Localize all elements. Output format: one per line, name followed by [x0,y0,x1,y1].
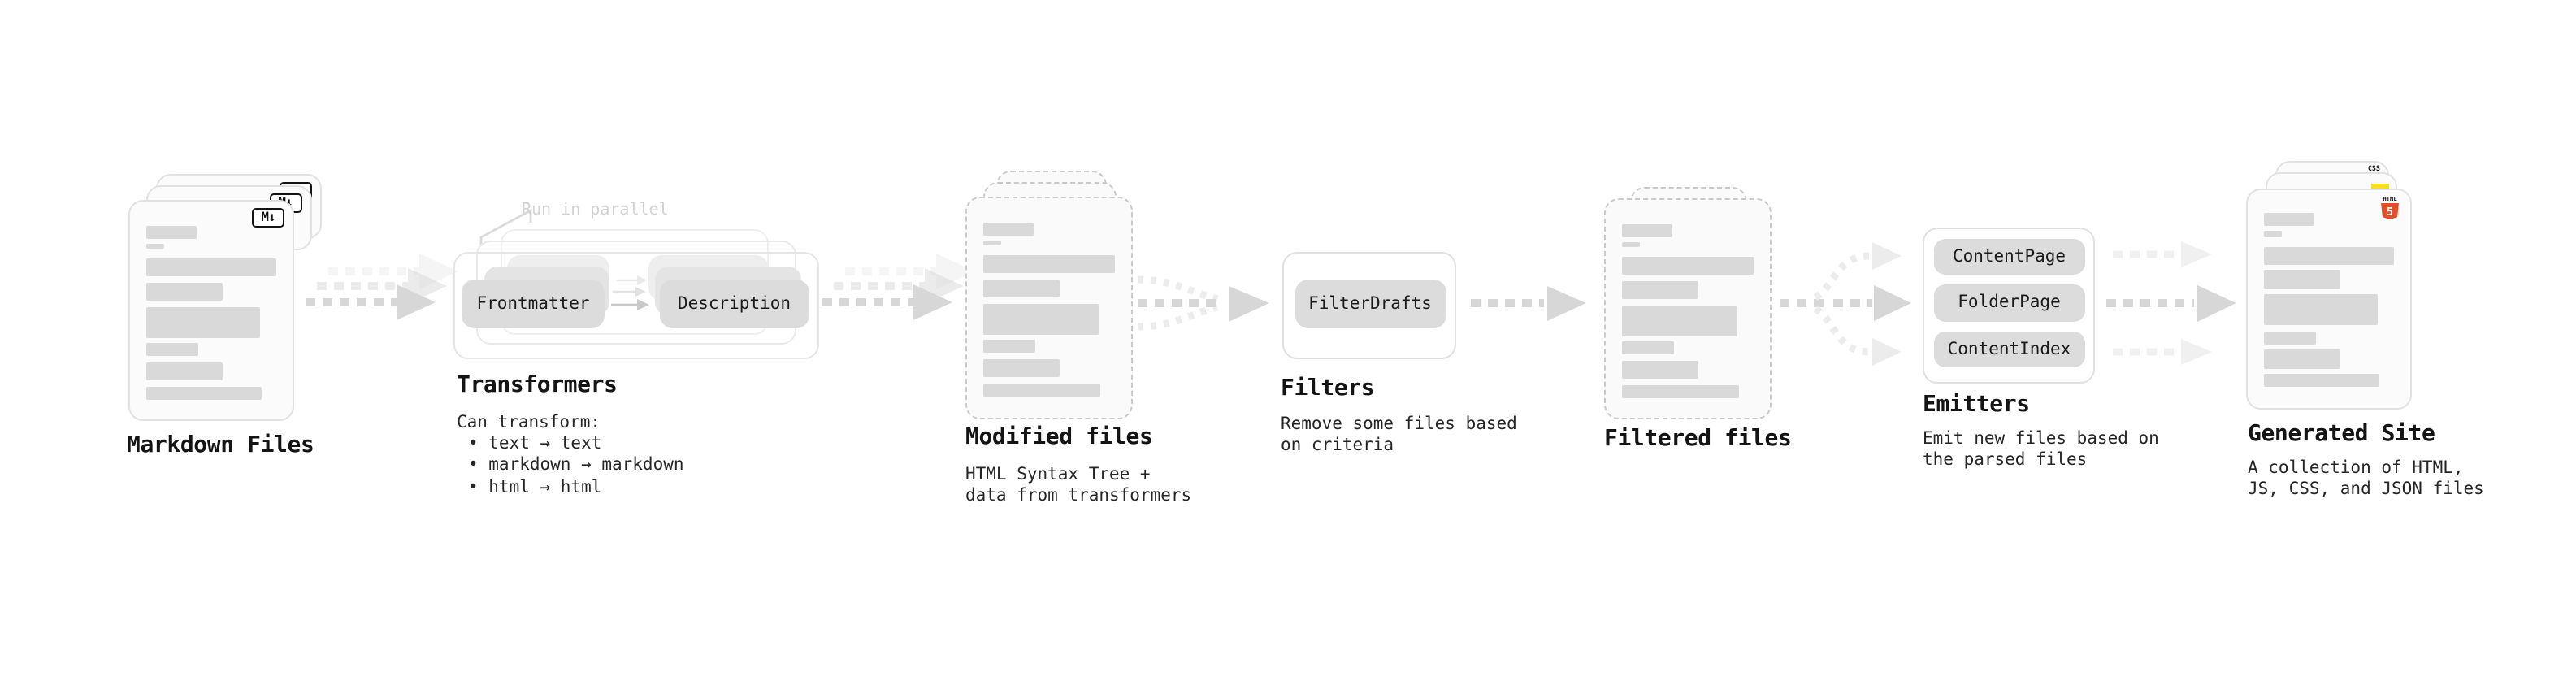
css-badge-text: CSS [2367,164,2380,172]
doc-line [983,303,1099,334]
doc-line [146,362,223,380]
transformers-bullet: • html → html [468,477,602,497]
doc-line [2263,374,2379,387]
doc-placeholder-lines [1621,223,1753,397]
filters-sublabel: Remove some files based on criteria [1281,414,1517,458]
doc-line [146,282,223,301]
doc-line [2263,270,2340,288]
generated-site-sublabel: A collection of HTML, JS, CSS, and JSON … [2248,458,2484,501]
arrow-filtered-to-emitters [1780,242,1911,366]
doc-line [1621,241,1640,247]
emitters-label: Emitters [1923,392,2030,418]
sublabel-line: Emit new files based on [1923,429,2159,449]
doc-line [2263,213,2314,226]
doc-line [2263,349,2340,368]
markdown-badge-text: M↓ [261,209,275,224]
sublabel-line: HTML Syntax Tree + [965,465,1151,484]
transformers-note-title: Can transform: [457,413,601,432]
doc-line [2263,231,2282,236]
doc-line [1621,223,1673,236]
file-card-front [965,196,1132,419]
emitter-content-index-box: ContentIndex [1934,331,2084,367]
doc-line [983,222,1034,235]
html5-logo: HTML 5 [2381,195,2399,219]
file-card-front-html: HTML 5 [2245,189,2411,409]
arrow-transformers-to-modified [822,254,975,320]
emitter-folder-page-box: FolderPage [1934,284,2084,321]
html5-shield [2381,203,2399,219]
doc-line [983,279,1060,297]
doc-line [983,358,1060,377]
javascript-badge [2371,184,2388,193]
filter-drafts-label: FilterDrafts [1308,293,1432,313]
description-box: Description [660,279,809,327]
doc-line [983,255,1114,273]
sublabel-line: A collection of HTML, [2248,458,2464,478]
transformers-container-front [453,252,819,359]
frontmatter-box: Frontmatter [462,279,605,327]
transformers-note: Can transform: • text → text • markdown … [457,413,684,499]
doc-placeholder-lines [2263,213,2393,387]
emitter-content-page-box: ContentPage [1934,238,2084,275]
doc-line [1621,305,1737,336]
arrow-filters-to-filtered [1471,286,1586,321]
html5-word: HTML [2383,195,2397,202]
doc-line [1621,341,1674,354]
file-card-front [1603,197,1771,419]
doc-line [2263,246,2393,264]
doc-placeholder-lines [983,222,1114,396]
sublabel-line: data from transformers [965,486,1192,506]
doc-placeholder-lines [146,225,276,399]
sublabel-line: Remove some files based [1281,414,1517,434]
doc-line [146,258,276,276]
transformers-bullet: • text → text [468,434,602,454]
doc-line [1621,360,1699,379]
file-card-front: M↓ [128,199,294,421]
modified-files-label: Modified files [965,424,1153,450]
generated-site-label: Generated Site [2248,421,2435,447]
transformers-label: Transformers [457,372,618,398]
doc-line [2263,294,2378,325]
run-in-parallel-callout: Run in parallel [522,202,669,219]
frontmatter-box-label: Frontmatter [476,293,590,313]
transformers-bullet: • markdown → markdown [468,455,684,475]
arrow-modified-to-filters [1137,275,1269,331]
filter-drafts-box: FilterDrafts [1295,279,1446,327]
doc-line [1621,280,1699,299]
doc-line [146,386,262,399]
doc-line [146,243,165,249]
doc-line [2263,331,2315,344]
markdown-files-label: Markdown Files [127,432,314,458]
emitter-box-label: ContentPage [1952,246,2066,267]
markdown-badge: M↓ [252,208,284,227]
filters-label: Filters [1281,375,1375,401]
sublabel-line: JS, CSS, and JSON files [2248,479,2484,500]
emitter-box-label: FolderPage [1958,293,2061,313]
description-box-label: Description [677,293,791,313]
arrow-markdown-to-transformers [306,254,458,320]
doc-line [146,225,197,238]
doc-line [1621,257,1753,275]
doc-line [1621,384,1739,397]
sublabel-line: on criteria [1281,436,1394,456]
doc-line [146,306,261,337]
emitters-sublabel: Emit new files based on the parsed files [1923,429,2159,472]
filtered-files-label: Filtered files [1604,426,1792,452]
doc-line [983,240,1002,245]
emitter-box-label: ContentIndex [1947,339,2071,359]
html5-badge: HTML 5 [2379,195,2400,221]
modified-files-sublabel: HTML Syntax Tree + data from transformer… [965,465,1191,508]
html5-number: 5 [2387,206,2393,219]
doc-line [983,340,1036,353]
doc-line [146,343,198,356]
sublabel-line: the parsed files [1923,450,2088,471]
doc-line [983,383,1100,396]
arrow-emitters-to-generated [2106,241,2236,365]
